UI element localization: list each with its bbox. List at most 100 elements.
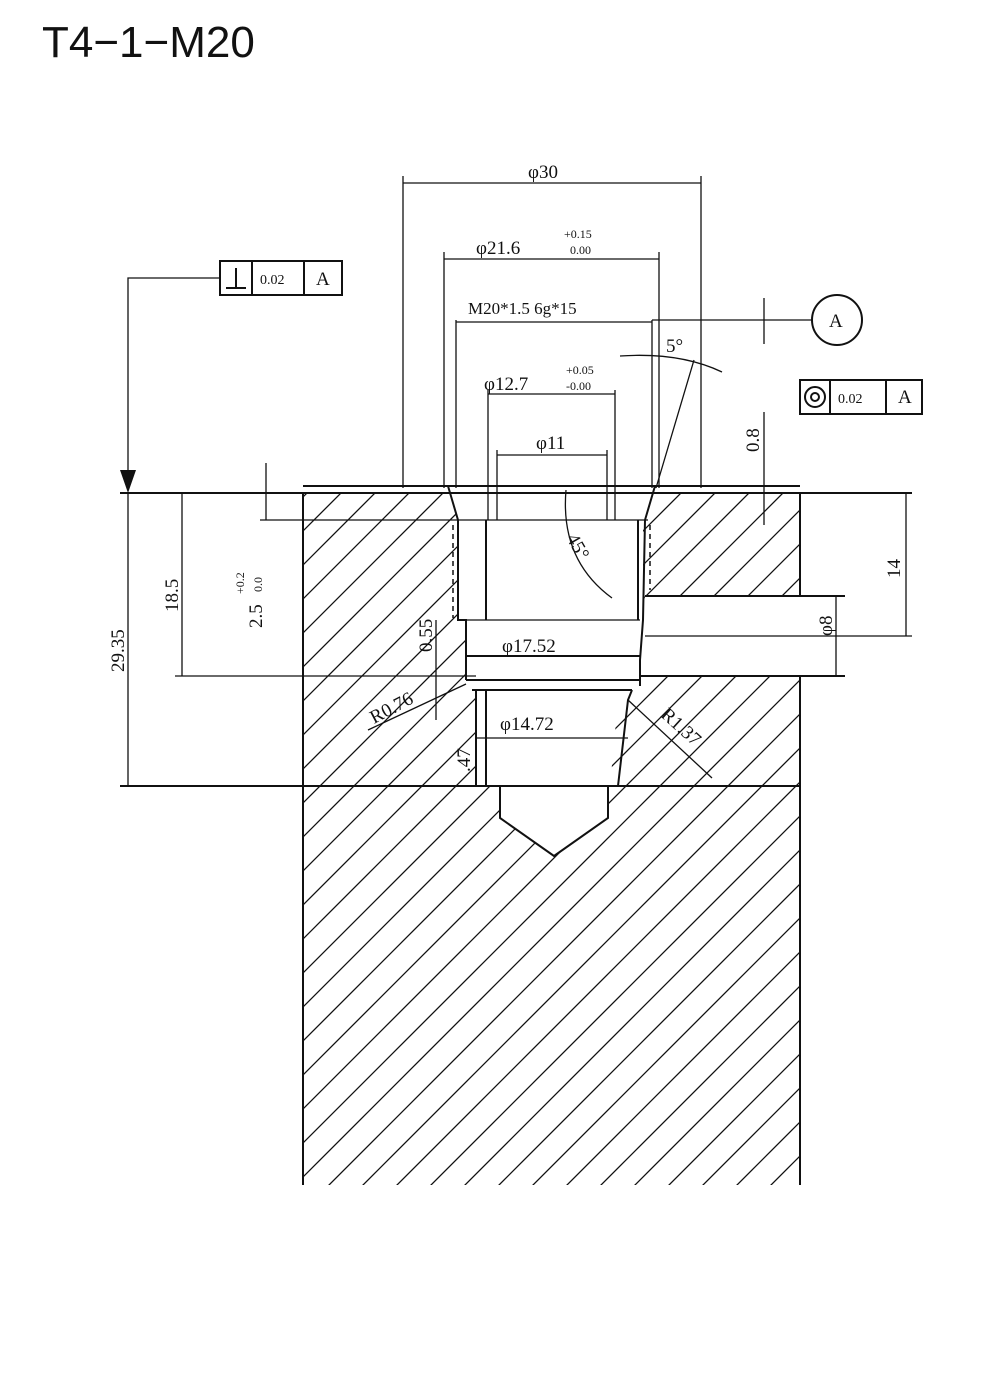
hatch-line bbox=[692, 200, 1000, 1391]
fcf-conc-datum: A bbox=[898, 387, 912, 408]
dim-2-5: 2.5 bbox=[246, 604, 267, 628]
hatch-line bbox=[610, 676, 737, 786]
dim-angle-45: 45° bbox=[562, 530, 593, 564]
hatch-line bbox=[303, 786, 800, 1185]
hatch-line bbox=[930, 200, 1000, 1391]
hatch-line bbox=[610, 676, 800, 786]
hatch-line bbox=[610, 676, 800, 786]
hatch-line bbox=[691, 676, 800, 786]
hatch-line bbox=[303, 786, 800, 1185]
fcf-conc-tolerance: 0.02 bbox=[838, 392, 863, 407]
dim-18-5: 18.5 bbox=[162, 579, 183, 612]
hatch-line bbox=[643, 493, 800, 620]
hatch-line bbox=[303, 493, 476, 786]
hatch-line bbox=[643, 493, 800, 620]
hatch-line bbox=[896, 200, 1000, 1391]
hatch-line bbox=[303, 493, 476, 786]
hatch-line bbox=[725, 786, 800, 1185]
hatch-line bbox=[643, 493, 703, 620]
hatch-line bbox=[351, 786, 800, 1185]
hatch-line bbox=[964, 200, 1000, 1391]
hatch-line bbox=[303, 786, 800, 1185]
hatch-line bbox=[303, 786, 635, 1185]
datum-a-bubble: A bbox=[811, 294, 863, 346]
hatch-line bbox=[522, 200, 1000, 1391]
hatch-line bbox=[453, 786, 800, 1185]
hatch-line bbox=[643, 493, 800, 620]
hatch-line bbox=[303, 786, 703, 1185]
hatch-line bbox=[691, 786, 800, 1185]
hatch-line bbox=[793, 493, 800, 620]
hatch-line bbox=[759, 676, 800, 786]
hatch-line bbox=[725, 493, 800, 620]
hatch-line bbox=[610, 676, 800, 786]
hatch-line bbox=[643, 493, 800, 620]
hatch-line bbox=[862, 200, 1000, 1391]
hatch-line bbox=[303, 493, 476, 786]
hatch-line bbox=[828, 200, 1000, 1391]
hatch-line bbox=[521, 786, 800, 1185]
hatch-line bbox=[303, 493, 476, 786]
hatch-line bbox=[930, 200, 1000, 1391]
datum-a-label: A bbox=[829, 311, 843, 332]
hatch-line bbox=[610, 676, 800, 786]
hatch-line bbox=[303, 493, 476, 786]
hatch-line bbox=[643, 493, 800, 620]
hatch-line bbox=[303, 786, 800, 1185]
hatch-line bbox=[657, 786, 800, 1185]
hatch-line bbox=[303, 786, 800, 1185]
hatch-line bbox=[793, 676, 800, 786]
hatch-line bbox=[303, 493, 476, 786]
hatch-line bbox=[643, 493, 800, 620]
dim-phi17-52: φ17.52 bbox=[502, 636, 556, 657]
hatch-line bbox=[964, 200, 1000, 1391]
hatch-line bbox=[303, 786, 771, 1185]
hatch-line bbox=[862, 200, 1000, 1391]
hatch-line bbox=[303, 786, 800, 1185]
hatch-line bbox=[303, 493, 476, 786]
dimension-lines bbox=[127, 176, 907, 786]
hatch-line bbox=[657, 676, 800, 786]
dim-phi8: φ8 bbox=[816, 616, 837, 636]
hatch-line bbox=[643, 493, 737, 620]
hatch-line bbox=[303, 786, 800, 1185]
hatch-line bbox=[610, 676, 800, 786]
fcf-concentricity: 0.02 A bbox=[799, 379, 923, 415]
dim-2-5-tol-upper: +0.2 bbox=[233, 572, 247, 594]
hatch-line bbox=[623, 676, 800, 786]
arrowheads bbox=[120, 470, 136, 493]
hatch-line bbox=[303, 493, 476, 786]
hatch-line bbox=[610, 676, 800, 786]
hatch-line bbox=[643, 493, 800, 620]
hatch-line bbox=[303, 493, 476, 786]
hatch-line bbox=[657, 493, 800, 620]
dim-r1-37: R1.37 bbox=[657, 704, 705, 750]
dim-2-5-tol-lower: 0.0 bbox=[251, 577, 265, 592]
hatch-line bbox=[303, 493, 476, 786]
drawing-title: T4−1−M20 bbox=[42, 18, 255, 67]
hatch-line bbox=[793, 786, 800, 1185]
fcf-perp-tolerance: 0.02 bbox=[260, 273, 285, 288]
hatch-line bbox=[610, 676, 800, 786]
hatch-line bbox=[643, 493, 800, 620]
hatch-line bbox=[930, 200, 1000, 1391]
dim-angle-5: 5° bbox=[666, 336, 683, 357]
hatch-line bbox=[828, 200, 1000, 1391]
hatch-line bbox=[610, 676, 703, 786]
hatch-line bbox=[610, 676, 800, 786]
concentricity-icon bbox=[804, 386, 826, 408]
hatch-line bbox=[643, 493, 800, 620]
hatch-line bbox=[643, 493, 800, 620]
hatch-line bbox=[726, 200, 1000, 1391]
dim-0-8: 0.8 bbox=[743, 428, 764, 452]
hatch-line bbox=[487, 786, 800, 1185]
dim-phi11: φ11 bbox=[536, 433, 565, 454]
hatch-line bbox=[610, 676, 800, 786]
hatch-line bbox=[303, 786, 800, 1185]
fcf-perp-datum: A bbox=[316, 269, 330, 290]
hatch-line bbox=[964, 200, 1000, 1391]
hatch-line bbox=[610, 676, 635, 786]
dim-phi30: φ30 bbox=[528, 162, 558, 183]
dim-thread: M20*1.5 6g*15 bbox=[468, 299, 577, 318]
